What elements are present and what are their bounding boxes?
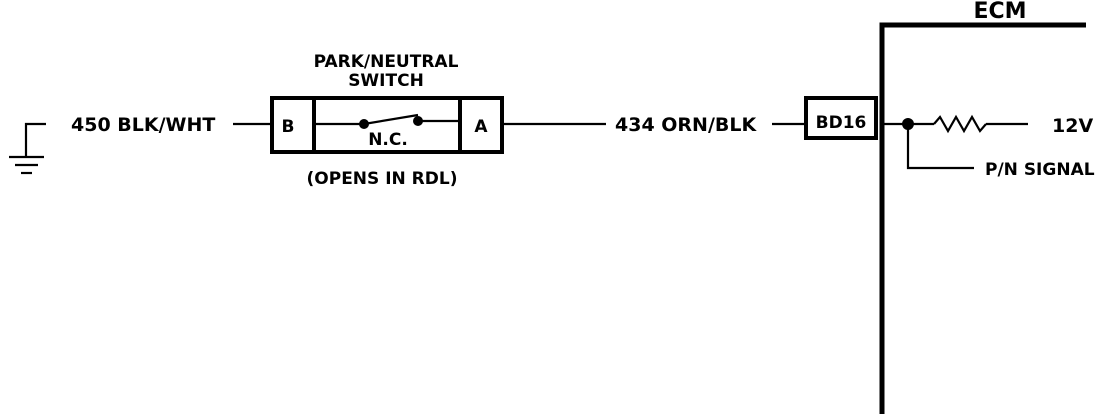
pullup-voltage-label: 12V — [1052, 115, 1093, 137]
switch-pin-b-label: B — [282, 117, 295, 137]
switch-body — [270, 96, 504, 154]
ground-icon — [9, 122, 46, 175]
pn-signal-label: P/N SIGNAL — [985, 160, 1095, 180]
switch-note: (OPENS IN RDL) — [307, 169, 458, 189]
ecm-module: ECM — [879, 0, 1086, 414]
switch-title-line2: SWITCH — [348, 71, 424, 91]
resistor-icon — [933, 114, 987, 134]
ecm-pin-label: BD16 — [816, 113, 867, 133]
switch-pin-a-label: A — [474, 117, 488, 137]
signal-wire-label: 434 ORN/BLK — [615, 114, 757, 136]
switch-title-line1: PARK/NEUTRAL — [314, 52, 459, 72]
switch-contact-type: N.C. — [368, 130, 408, 150]
ecm-label: ECM — [973, 0, 1026, 24]
park-neutral-switch: PARK/NEUTRAL SWITCH B A N.C. (OPENS IN R… — [270, 52, 504, 189]
ecm-connector-pin: BD16 — [804, 96, 878, 140]
switch-contact-icon — [314, 113, 460, 129]
ecm-internal-circuit: 12V P/N SIGNAL — [882, 114, 1095, 180]
ground-wire-label: 450 BLK/WHT — [71, 114, 215, 136]
